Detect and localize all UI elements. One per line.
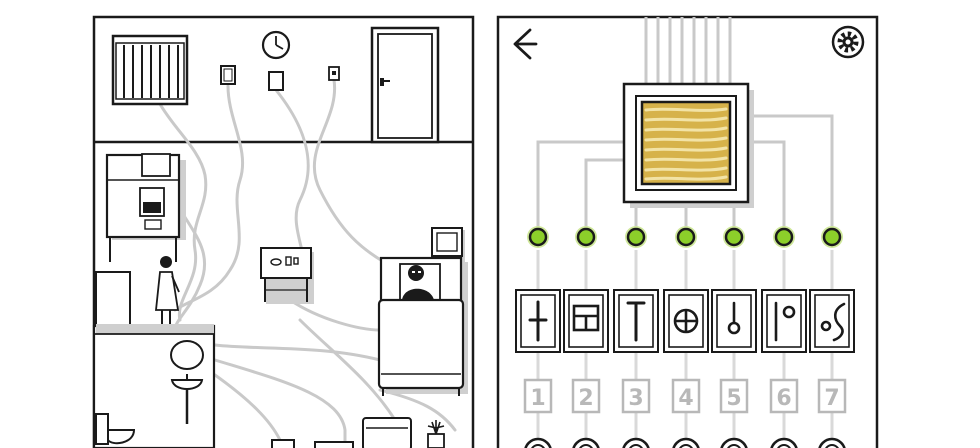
node-5[interactable] xyxy=(723,226,745,248)
left-panel xyxy=(92,15,475,448)
symbol-tile-2[interactable] xyxy=(563,289,609,353)
microwave-cabinet[interactable] xyxy=(105,153,186,262)
number-tile-7[interactable]: 7 xyxy=(817,378,847,414)
symbol-tile-3[interactable] xyxy=(613,289,659,353)
dial-6[interactable] xyxy=(770,437,798,448)
mat-icon[interactable] xyxy=(314,441,354,448)
table-icon[interactable] xyxy=(260,247,314,304)
number-label-4: 4 xyxy=(678,386,693,411)
node-4[interactable] xyxy=(675,226,697,248)
number-tile-3[interactable]: 3 xyxy=(621,378,651,414)
symbol-circle-plus-icon xyxy=(673,308,699,334)
back-button[interactable] xyxy=(513,28,538,60)
symbol-cross-icon xyxy=(528,300,548,342)
gear-icon xyxy=(837,31,859,53)
number-label-3: 3 xyxy=(628,386,643,411)
symbol-tile-1[interactable] xyxy=(515,289,561,353)
chest-icon[interactable] xyxy=(362,417,412,448)
node-6[interactable] xyxy=(773,226,795,248)
node-1[interactable] xyxy=(527,226,549,248)
box-icon[interactable] xyxy=(271,439,295,448)
microwave-icon[interactable] xyxy=(139,187,165,230)
number-label-7: 7 xyxy=(824,386,839,411)
dial-5[interactable] xyxy=(720,437,748,448)
note-icon[interactable] xyxy=(268,71,284,91)
arrow-left-icon xyxy=(513,28,538,60)
node-3[interactable] xyxy=(625,226,647,248)
gold-core-chip[interactable] xyxy=(622,82,754,208)
fridge-icon[interactable] xyxy=(95,271,131,329)
number-tile-1[interactable]: 1 xyxy=(523,378,553,414)
person-icon[interactable] xyxy=(155,256,180,326)
door-icon[interactable] xyxy=(370,26,440,144)
number-label-6: 6 xyxy=(776,386,791,411)
symbol-tile-5[interactable] xyxy=(711,289,757,353)
core-output-wires xyxy=(536,114,834,237)
core-input-wires xyxy=(644,17,732,86)
dial-4[interactable] xyxy=(672,437,700,448)
dial-7[interactable] xyxy=(818,437,846,448)
symbol-window-icon xyxy=(572,304,600,332)
toilet-icon[interactable] xyxy=(95,413,136,445)
number-label-1: 1 xyxy=(530,386,545,411)
dial-2[interactable] xyxy=(572,437,600,448)
dial-row xyxy=(524,437,846,448)
bathroom xyxy=(92,324,216,448)
dial-3[interactable] xyxy=(622,437,650,448)
number-label-5: 5 xyxy=(726,386,741,411)
node-row xyxy=(527,226,843,248)
plant-icon[interactable] xyxy=(427,420,445,448)
settings-button[interactable] xyxy=(831,25,865,59)
radiator-icon[interactable] xyxy=(111,34,189,106)
node-7[interactable] xyxy=(821,226,843,248)
symbol-tile-6[interactable] xyxy=(761,289,807,353)
number-tile-4[interactable]: 4 xyxy=(671,378,701,414)
symbol-t-bar-icon xyxy=(626,301,646,342)
symbol-pipe-circle-icon xyxy=(774,301,796,342)
number-tile-6[interactable]: 6 xyxy=(769,378,799,414)
symbol-o-s-icon xyxy=(820,302,846,342)
number-label-2: 2 xyxy=(578,386,593,411)
number-row: 1 2 3 4 5 6 7 xyxy=(523,378,847,414)
number-tile-5[interactable]: 5 xyxy=(719,378,749,414)
number-tile-2[interactable]: 2 xyxy=(571,378,601,414)
symbol-tile-4[interactable] xyxy=(663,289,709,353)
left-wires xyxy=(158,78,457,448)
mirror-icon[interactable] xyxy=(170,340,204,370)
symbol-drop-icon xyxy=(727,301,741,335)
sink-icon[interactable] xyxy=(170,374,204,424)
right-panel: 1 2 3 4 5 6 7 xyxy=(496,15,879,448)
symbol-tile-7[interactable] xyxy=(809,289,855,353)
bed-icon[interactable] xyxy=(377,256,468,396)
dial-1[interactable] xyxy=(524,437,552,448)
clock-icon[interactable] xyxy=(261,30,291,60)
symbol-row xyxy=(515,289,855,353)
node-2[interactable] xyxy=(575,226,597,248)
